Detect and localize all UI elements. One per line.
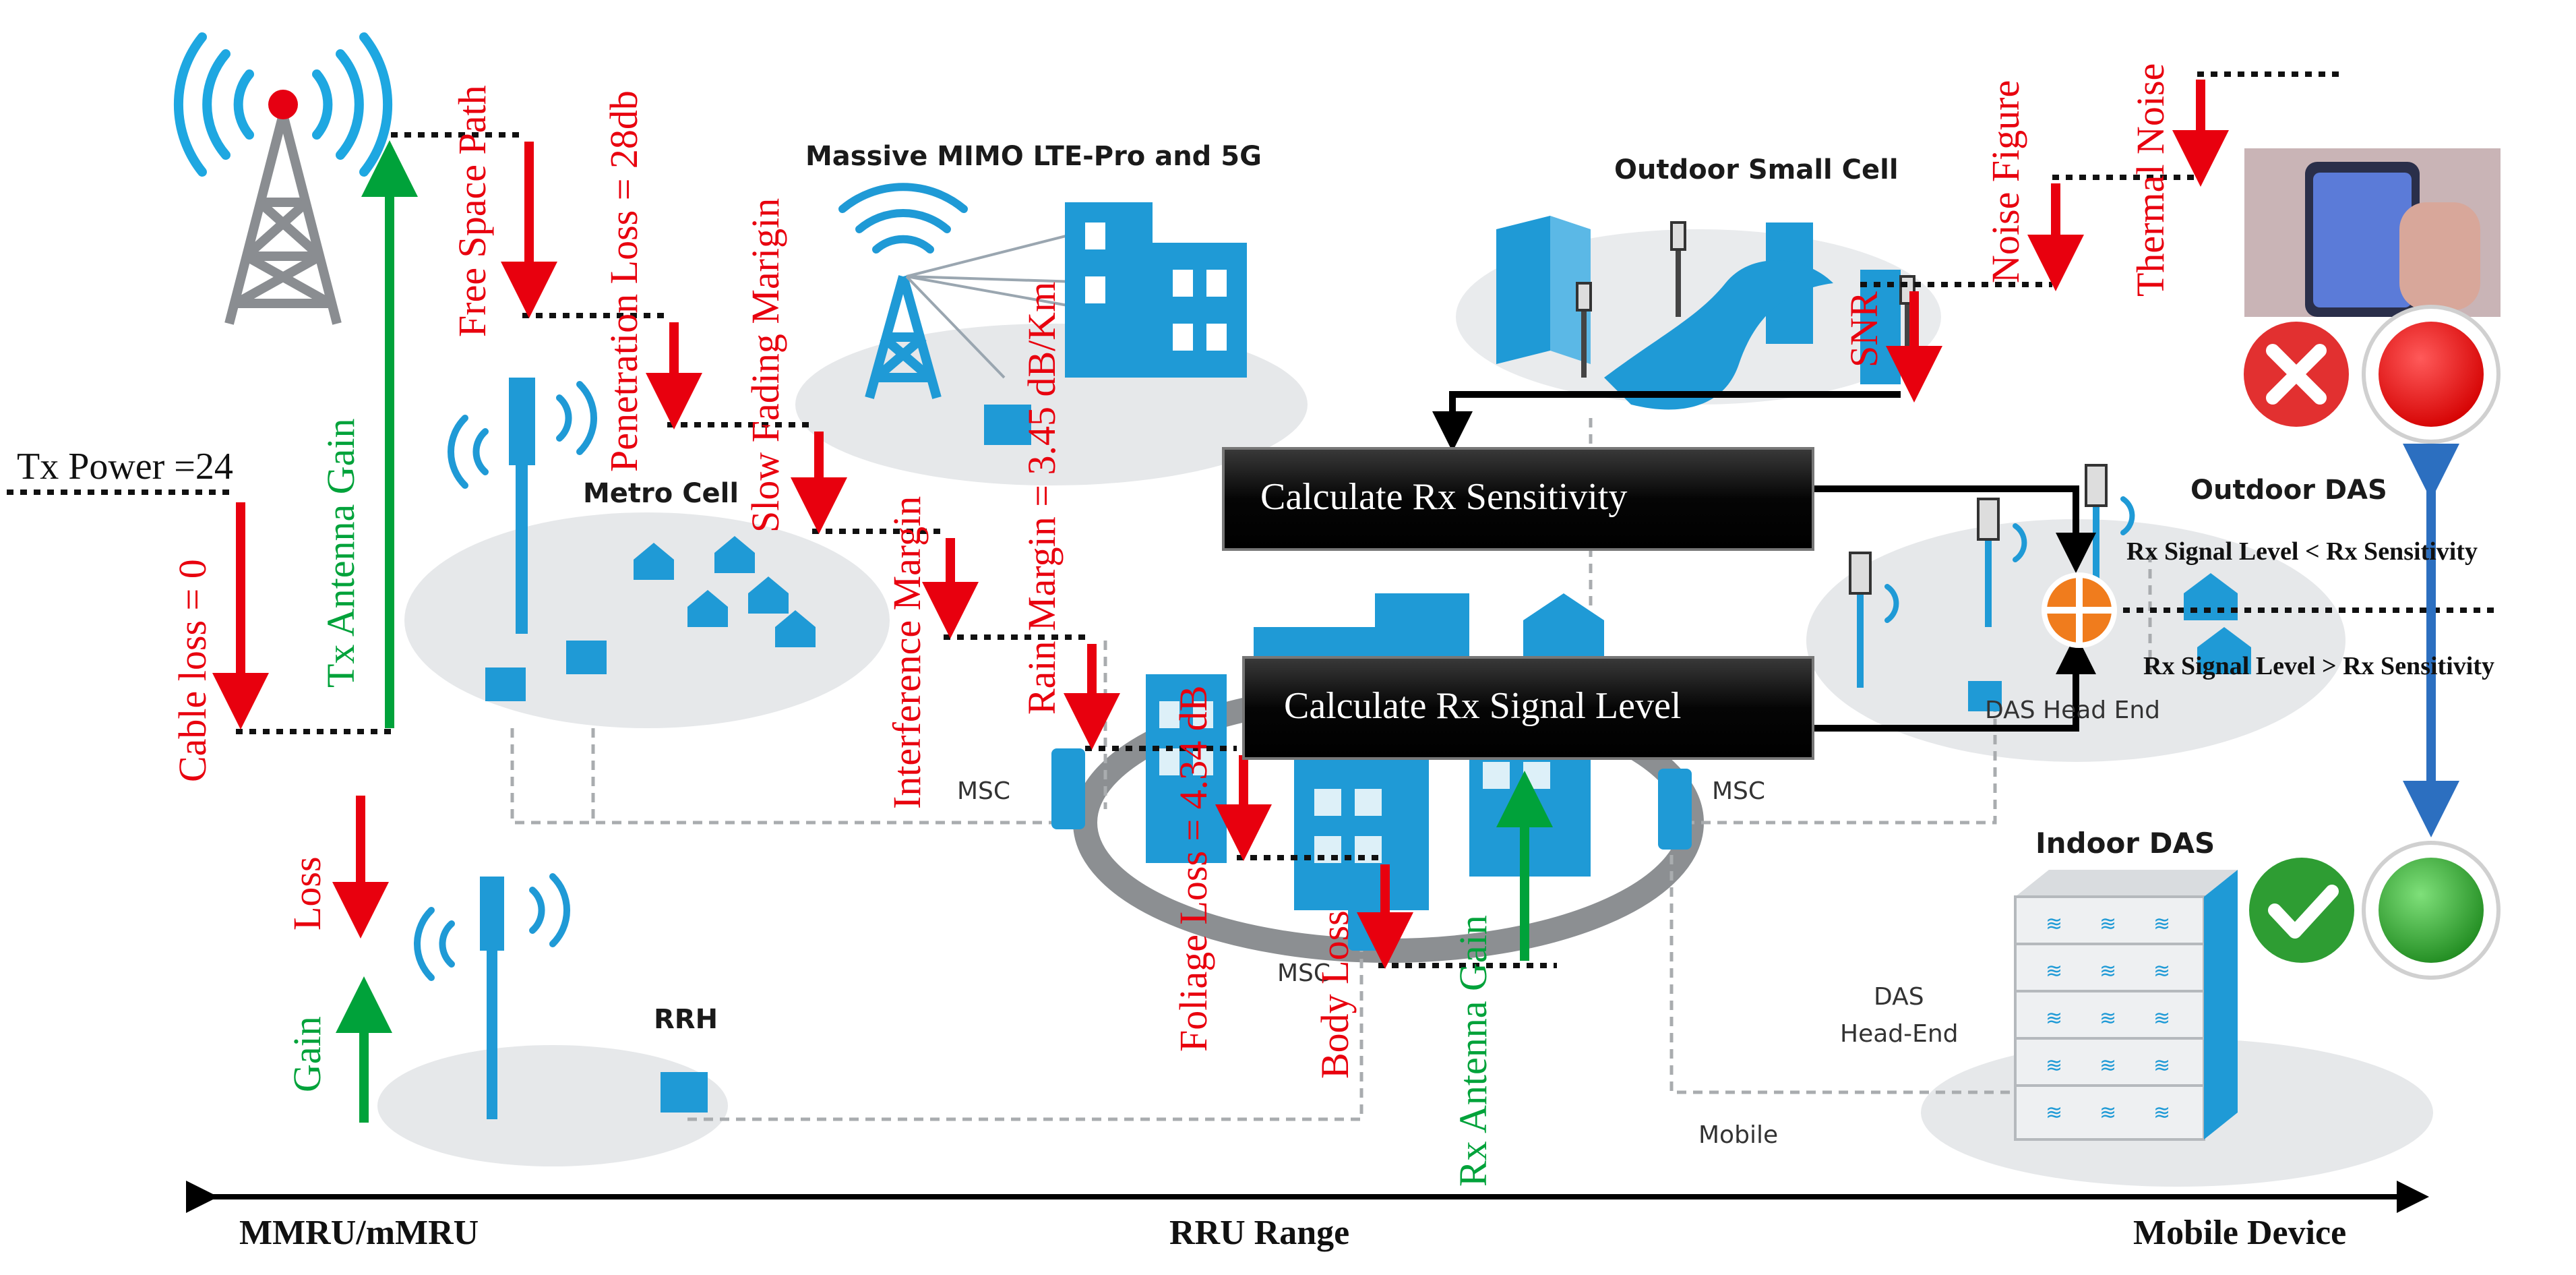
svg-text:≋: ≋	[2046, 1101, 2062, 1125]
office-building-icon	[984, 202, 1247, 445]
msc-right-label: MSC	[1712, 777, 1765, 805]
outdoor-das-label: Outdoor DAS	[2190, 475, 2387, 506]
rx-signal-level-box[interactable]: Calculate Rx Signal Level	[1242, 656, 1814, 760]
svg-text:≋: ≋	[2153, 1101, 2170, 1125]
fail-x-icon	[2244, 322, 2349, 427]
cable-loss-label: Cable loss = 0	[171, 559, 214, 782]
condition-greater-label: Rx Signal Level > Rx Sensitivity	[2143, 652, 2494, 680]
outdoor-small-cell-label: Outdoor Small Cell	[1614, 154, 1899, 185]
svg-text:≋: ≋	[2046, 1054, 2062, 1077]
slow-fading-margin-label: Slow Fading Marigin	[743, 198, 787, 533]
svg-text:≋: ≋	[2099, 1054, 2116, 1077]
svg-text:≋: ≋	[2046, 1007, 2062, 1030]
axis-center-label: RRU Range	[1169, 1214, 1349, 1252]
outdoor-small-cell-icon	[1496, 216, 1915, 410]
rx-antenna-gain-label: Rx Antenna Gain	[1451, 915, 1495, 1187]
svg-text:≋: ≋	[2099, 1007, 2116, 1030]
das-label: DAS	[1874, 983, 1924, 1011]
svg-text:≋: ≋	[2099, 959, 2116, 983]
mobile-label: Mobile	[1698, 1121, 1778, 1149]
red-button-icon	[2362, 305, 2501, 444]
svg-text:≋: ≋	[2153, 1007, 2170, 1030]
house-cluster-icon	[485, 536, 816, 701]
svg-text:≋: ≋	[2046, 912, 2062, 936]
body-loss-label: Body Loss	[1313, 910, 1357, 1079]
gain-arrows	[336, 140, 1553, 1123]
loss-legend-label: Loss	[285, 856, 329, 930]
condition-less-label: Rx Signal Level < Rx Sensitivity	[2126, 537, 2478, 566]
rx-sensitivity-label: Calculate Rx Sensitivity	[1260, 476, 1627, 518]
svg-text:≋: ≋	[2153, 959, 2170, 983]
snr-label: SNR	[1842, 291, 1886, 367]
indoor-das-rack-icon: ≋ ≋ ≋ ≋ ≋ ≋ ≋ ≋ ≋ ≋ ≋ ≋ ≋ ≋ ≋	[2014, 870, 2238, 1141]
thermal-noise-label: Thermal Noise	[2128, 63, 2172, 297]
metro-cell-label: Metro Cell	[583, 478, 739, 509]
gain-legend-label: Gain	[285, 1016, 329, 1092]
rx-sensitivity-box[interactable]: Calculate Rx Sensitivity	[1222, 447, 1814, 551]
axis-right-label: Mobile Device	[2133, 1214, 2346, 1252]
svg-text:≋: ≋	[2153, 1054, 2170, 1077]
head-end-label: Head-End	[1840, 1020, 1959, 1048]
das-head-end-label: DAS Head End	[1985, 696, 2160, 724]
diagram-title: Massive MIMO LTE-Pro and 5G	[805, 141, 1262, 172]
tx-antenna-gain-label: Tx Antenna Gain	[319, 419, 363, 688]
axis-left-label: MMRU/mMRU	[239, 1214, 479, 1252]
svg-text:≋: ≋	[2046, 959, 2062, 983]
metro-cell-tower-icon	[447, 378, 816, 701]
penetration-loss-label: Penetration Loss = 28db	[602, 90, 646, 472]
phone-photo-icon	[2244, 148, 2501, 317]
decision-node-icon	[2042, 572, 2117, 648]
outdoor-das-icon	[1849, 464, 2251, 711]
tx-power-label: Tx Power =24	[17, 446, 233, 487]
rx-signal-level-label: Calculate Rx Signal Level	[1284, 685, 1681, 727]
svg-text:≋: ≋	[2099, 1101, 2116, 1125]
rain-margin-label: Rain Margin = 3.45 dB/Km	[1020, 282, 1064, 715]
msc-left-label: MSC	[957, 777, 1010, 805]
rrh-tower-icon	[413, 873, 708, 1119]
free-space-path-label: Free Space Path	[450, 85, 494, 337]
tx-tower-icon	[173, 32, 393, 325]
indoor-das-label: Indoor DAS	[2035, 827, 2215, 860]
svg-text:≋: ≋	[2153, 912, 2170, 936]
msc-bottom-label: MSC	[1277, 959, 1330, 987]
rrh-label: RRH	[654, 1004, 718, 1035]
svg-text:≋: ≋	[2099, 912, 2116, 936]
rrh-box-icon	[661, 1072, 708, 1113]
pass-check-icon	[2249, 858, 2354, 963]
flow-arrows	[1432, 391, 2096, 732]
loss-arrows	[212, 80, 2229, 969]
noise-figure-label: Noise Figure	[1984, 80, 2027, 283]
foliage-loss-label: Foliage Loss = 4.34 dB	[1171, 686, 1215, 1052]
interference-margin-label: Interference Margin	[885, 496, 929, 809]
massive-mimo-tower-icon	[838, 183, 1247, 445]
green-button-icon	[2362, 841, 2501, 980]
